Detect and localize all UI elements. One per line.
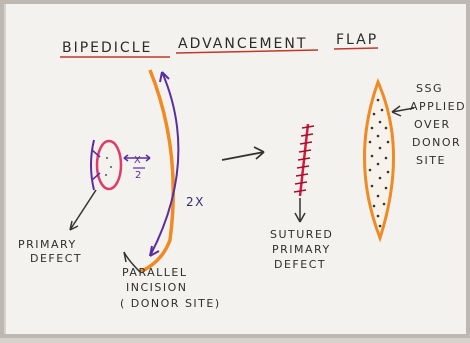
title-word-bipedicle: BIPEDICLE (62, 40, 152, 56)
half-x-denominator: 2 (135, 170, 143, 181)
primary-defect-label-line1: PRIMARY (18, 238, 77, 251)
defect-dot (106, 157, 108, 159)
ssg-label-line2: APPLIED (410, 100, 466, 113)
two-x-label: 2X (186, 195, 205, 209)
incision-label-line2: INCISION (126, 281, 188, 294)
sutured-label-line3: DEFECT (274, 258, 326, 271)
title-word-advancement: ADVANCEMENT (178, 36, 307, 52)
sutured-label-line2: PRIMARY (272, 243, 331, 256)
defect-dot (110, 166, 112, 168)
half-x-numerator: X (134, 155, 142, 166)
ssg-label-line4: DONOR (412, 136, 461, 149)
title-underline-3 (334, 48, 378, 49)
primary-defect-label-line2: DEFECT (30, 252, 82, 265)
ssg-label-line1: SSG (416, 82, 443, 95)
sutured-label-line1: SUTURED (270, 228, 333, 241)
title-word-flap: FLAP (336, 32, 378, 48)
defect-dot (105, 174, 107, 176)
ssg-label-line5: SITE (416, 154, 446, 167)
ssg-label-line3: OVER (414, 118, 451, 131)
incision-label-line1: PARALLEL (122, 266, 188, 279)
incision-label-line3: ( DONOR SITE) (120, 297, 221, 310)
